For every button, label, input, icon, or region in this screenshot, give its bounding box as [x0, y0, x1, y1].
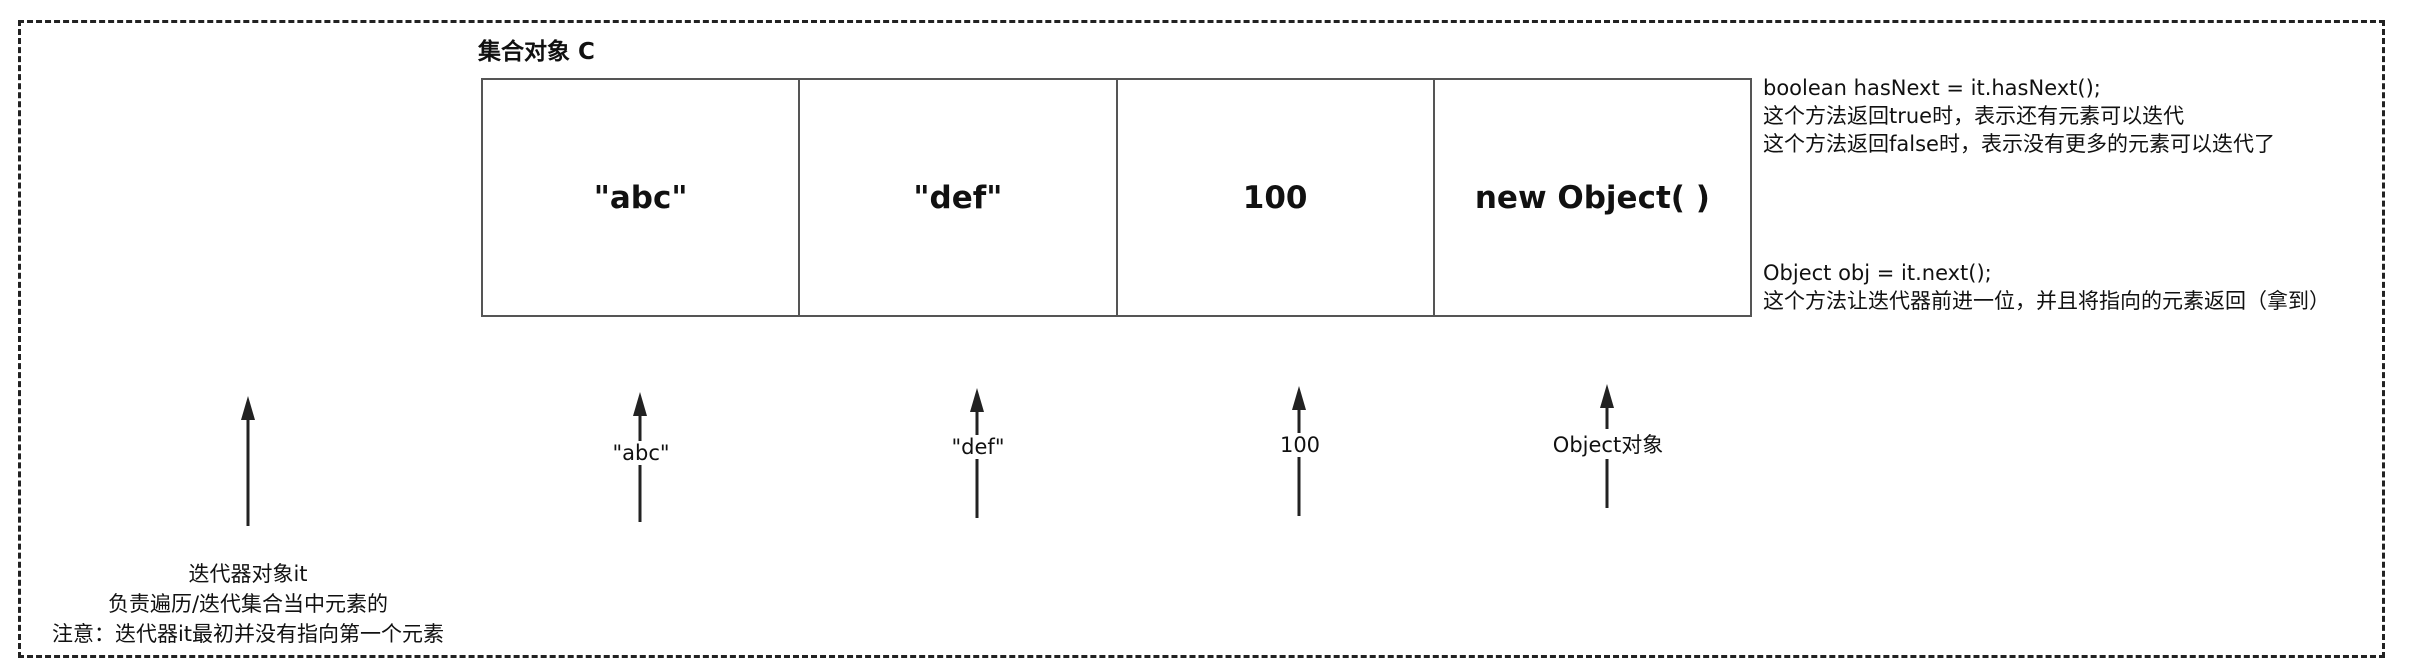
arrow-label-100: 100	[1276, 433, 1324, 457]
iterator-name: 迭代器对象it	[188, 562, 308, 586]
iterator-label: 迭代器对象it 负责遍历/迭代集合当中元素的 注意：迭代器it最初并没有指向第一…	[0, 559, 496, 649]
iterator-desc: 负责遍历/迭代集合当中元素的	[107, 592, 389, 616]
cell-abc: "abc"	[483, 80, 801, 315]
next-code: Object obj = it.next();	[1763, 261, 1992, 285]
next-text: 这个方法让迭代器前进一位，并且将指向的元素返回（拿到）	[1763, 289, 2330, 313]
arrow-label-object: Object对象	[1549, 429, 1667, 459]
cell-new-object: new Object( )	[1474, 179, 1710, 216]
cell-100: 100	[1118, 80, 1435, 315]
iterator-arrow	[241, 396, 255, 526]
arrow-abc	[633, 392, 647, 522]
has-next-true-text: 这个方法返回true时，表示还有元素可以迭代	[1763, 104, 2185, 128]
collection-cells: "abc" "def" 100 new Object( )	[481, 78, 1752, 317]
next-note: Object obj = it.next(); 这个方法让迭代器前进一位，并且将…	[1763, 259, 2330, 315]
iterator-note: 注意：迭代器it最初并没有指向第一个元素	[51, 622, 445, 646]
dashed-frame	[18, 20, 2385, 658]
arrow-def	[970, 388, 984, 518]
arrow-100	[1292, 386, 1306, 516]
cell-def: "def"	[800, 80, 1118, 315]
arrow-label-abc: "abc"	[609, 441, 673, 465]
has-next-note: boolean hasNext = it.hasNext(); 这个方法返回tr…	[1763, 74, 2275, 158]
has-next-code: boolean hasNext = it.hasNext();	[1763, 76, 2101, 100]
arrow-label-def: "def"	[948, 435, 1008, 459]
collection-title: 集合对象 C	[478, 39, 595, 65]
has-next-false-text: 这个方法返回false时，表示没有更多的元素可以迭代了	[1763, 132, 2275, 156]
